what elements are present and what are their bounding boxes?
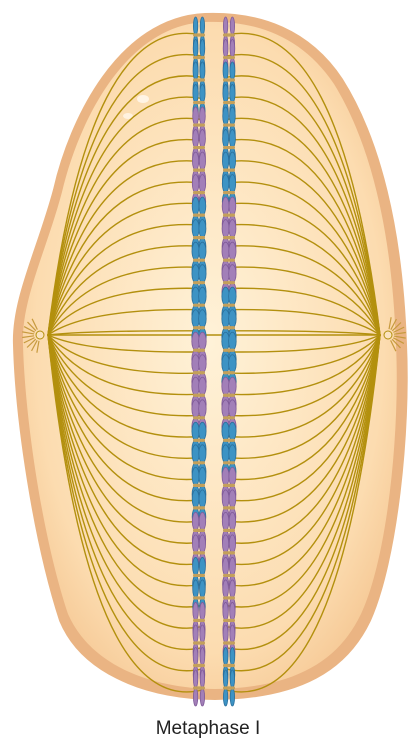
- membrane-highlight: [137, 95, 149, 103]
- diagram-caption: Metaphase I: [0, 718, 416, 740]
- metaphase-diagram: [0, 0, 416, 712]
- centriole: [384, 331, 392, 339]
- centriole: [36, 331, 44, 339]
